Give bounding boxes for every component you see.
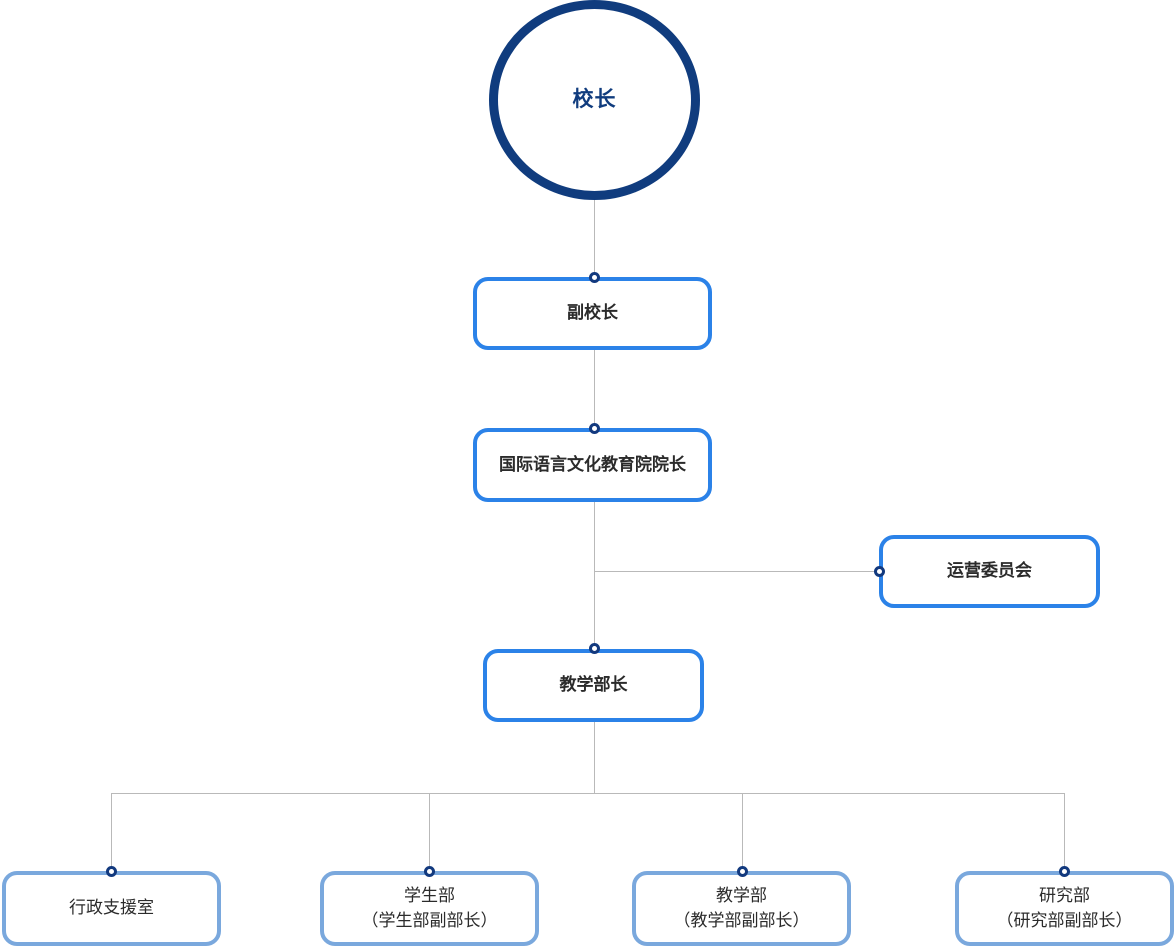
connector-dot-dean xyxy=(589,423,600,434)
connector-bus-to-student xyxy=(429,793,430,871)
connector-distribution-bar xyxy=(111,793,1065,794)
connector-dean-to-teaching-head xyxy=(594,500,595,652)
node-operations-committee-label: 运营委员会 xyxy=(947,561,1032,581)
node-teaching-head[interactable]: 教学部长 xyxy=(483,649,704,722)
connector-dean-to-committee xyxy=(594,571,882,572)
node-vice-principal[interactable]: 副校长 xyxy=(473,277,712,350)
connector-dot-vice xyxy=(589,272,600,283)
node-admin-support-office-label: 行政支援室 xyxy=(69,898,154,918)
connector-dot-committee xyxy=(874,566,885,577)
node-operations-committee[interactable]: 运营委员会 xyxy=(879,535,1100,608)
node-principal-label: 校长 xyxy=(572,87,617,111)
connector-dot-research xyxy=(1059,866,1070,877)
node-student-department-label: 学生部 （学生部副部长） xyxy=(361,885,498,930)
connector-bus-to-research xyxy=(1064,793,1065,871)
connector-dot-teaching xyxy=(737,866,748,877)
connector-dot-teaching-head xyxy=(589,643,600,654)
connector-bus-to-teaching xyxy=(742,793,743,871)
node-teaching-head-label: 教学部长 xyxy=(559,675,628,695)
node-dean-label: 国际语言文化教育院院长 xyxy=(499,454,686,474)
node-research-department-label: 研究部 （研究部副部长） xyxy=(996,885,1133,930)
node-vice-principal-label: 副校长 xyxy=(567,303,618,323)
node-principal[interactable]: 校长 xyxy=(489,0,700,200)
connector-bus-to-admin xyxy=(111,793,112,871)
connector-teaching-head-to-bus xyxy=(594,721,595,794)
node-teaching-department[interactable]: 教学部 （教学部副部长） xyxy=(632,871,851,946)
node-student-department[interactable]: 学生部 （学生部副部长） xyxy=(320,871,539,946)
node-teaching-department-label: 教学部 （教学部副部长） xyxy=(673,885,810,930)
connector-dot-admin xyxy=(106,866,117,877)
node-admin-support-office[interactable]: 行政支援室 xyxy=(2,871,221,946)
connector-vice-to-dean xyxy=(594,348,595,432)
node-research-department[interactable]: 研究部 （研究部副部长） xyxy=(955,871,1174,946)
connector-principal-to-vice xyxy=(594,199,595,279)
node-dean[interactable]: 国际语言文化教育院院长 xyxy=(473,428,712,502)
connector-dot-student xyxy=(424,866,435,877)
